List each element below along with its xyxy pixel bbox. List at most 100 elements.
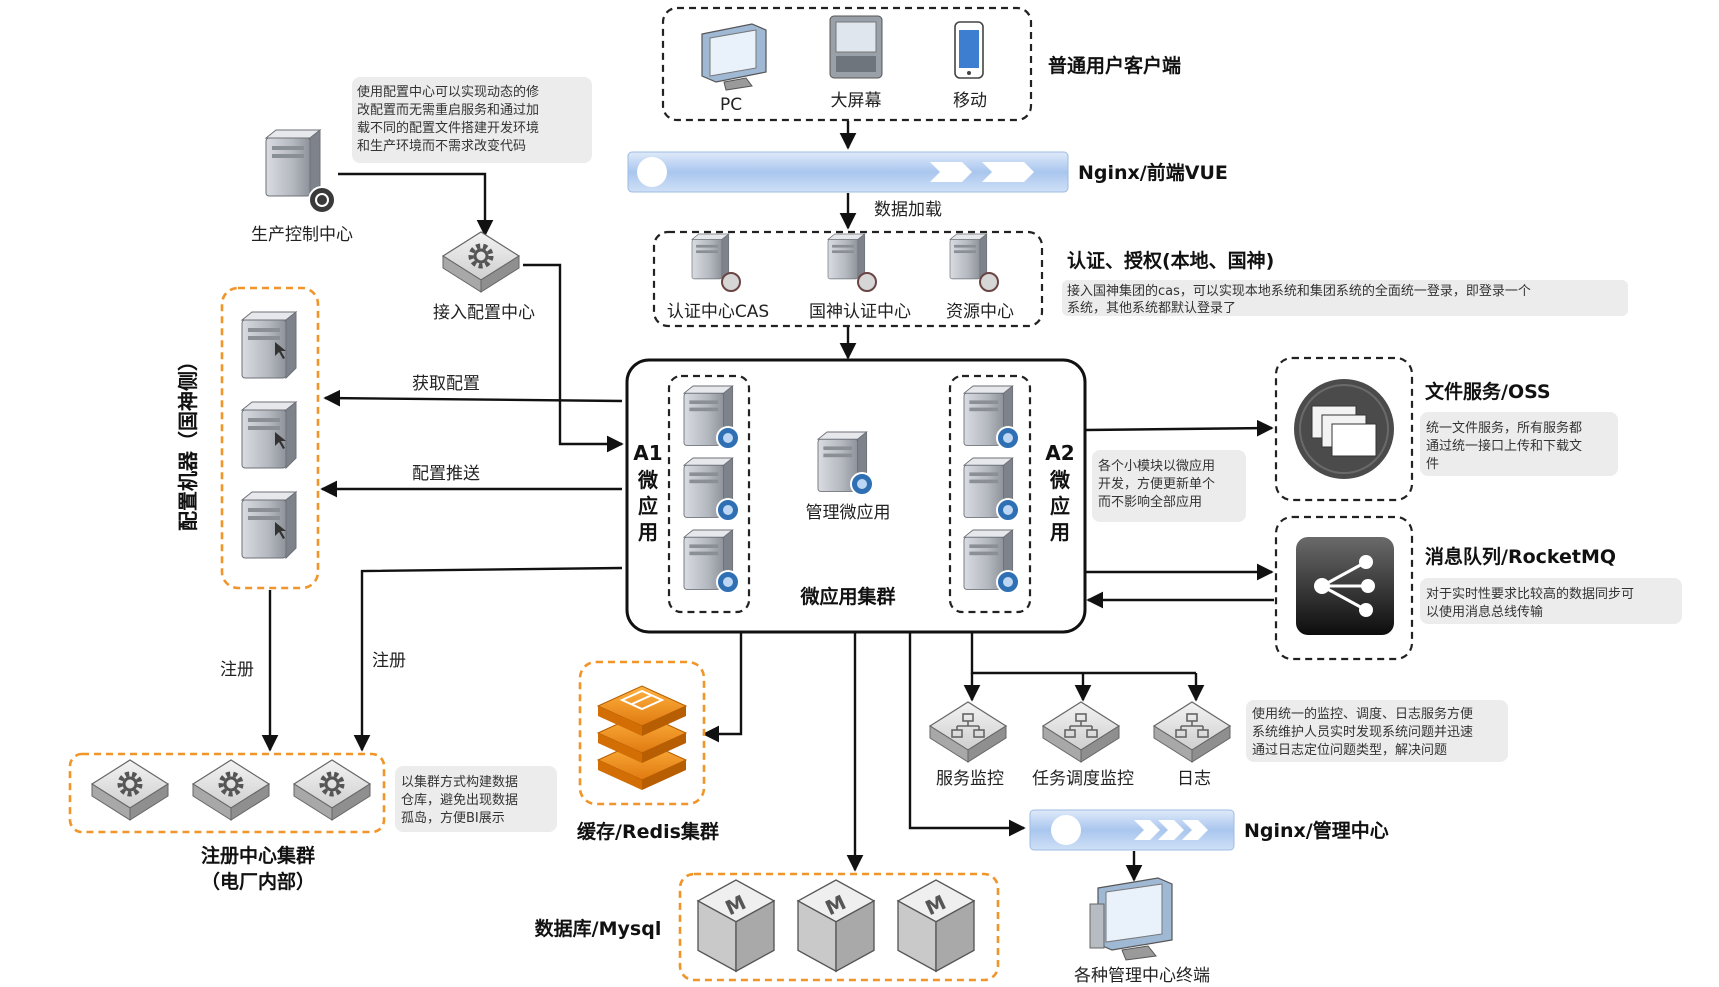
a1-server-icon-3 [683,529,740,594]
a2-server-icon-2 [963,457,1020,522]
cluster-note-line-3: 而不影响全部应用 [1098,494,1202,510]
resource-center-server-icon [949,233,999,292]
file-service-frame [1274,356,1414,502]
monitor-label-log: 日志 [1177,769,1211,789]
monitors-note-box [1246,700,1508,762]
registry-note-box [395,766,557,832]
config-machine-server-icon-2 [241,401,297,469]
config-machines-title: 配置机器（国神侧） [176,351,200,531]
large-screen-icon [829,15,883,79]
a2-group-frame [948,374,1032,614]
config-center-gear-icon [442,231,520,293]
nginx-admin-bar [1029,809,1235,851]
file-service-title: 文件服务/OSS [1425,380,1551,403]
redis-label: 缓存/Redis集群 [577,820,719,843]
arrow-cluster-register [353,566,623,752]
monitor-label-task: 任务调度监控 [1032,769,1134,789]
arrow-cluster-to-file-service [1085,419,1274,437]
monitors-note-line-2: 系统维护人员实时发现系统问题并迅速 [1252,724,1473,740]
file-service-note-line-1: 统一文件服务，所有服务都 [1426,420,1582,436]
pc-monitor-icon [701,23,767,91]
nginx-admin-label: Nginx/管理中心 [1244,819,1389,842]
nginx-front-label: Nginx/前端VUE [1078,161,1228,184]
a1-label-line-4: 用 [638,520,658,544]
config-machine-server-icon-3 [241,491,297,559]
registry-note-line-3: 孤岛，方便BI展示 [401,810,505,826]
mq-note-line-1: 对于实时性要求比较高的数据同步可 [1426,586,1634,602]
cluster-note-line-2: 开发，方便更新单个 [1098,476,1215,492]
config-machine-server-icon-1 [241,311,297,379]
auth-title: 认证、授权(本地、国神) [1067,249,1274,272]
registry-frame [68,752,386,834]
auth-label-cas: 认证中心CAS [667,302,769,322]
mysql-node-icon-3: M [897,879,975,972]
log-network-icon [1153,701,1231,763]
file-service-icon [1294,379,1394,479]
clients-group-frame [661,6,1033,122]
production-note-line-2: 改配置而无需重启服务和通过加 [357,102,539,118]
auth-note-line-1: 接入国神集团的cas，可以实现本地系统和集团系统的全面统一登录，即登录一个 [1067,283,1531,299]
auth-label-guoshen: 国神认证中心 [809,302,911,322]
service-monitor-network-icon [929,701,1007,763]
client-label-large-screen: 大屏幕 [831,91,882,111]
nginx-front-bar [627,151,1069,193]
registry-title-line-1: 注册中心集群 [201,844,315,867]
redis-frame [578,660,706,806]
registry-title-line-2: （电厂内部） [201,870,315,893]
clients-title: 普通用户客户端 [1048,54,1181,77]
mysql-node-icon-1: M [697,879,775,972]
mq-note-line-2: 以使用消息总线传输 [1426,604,1543,620]
push-config-label: 配置推送 [412,464,480,484]
file-service-note-box [1420,412,1618,476]
mq-note-box [1420,578,1682,624]
a1-label-line-3: 应 [638,494,658,518]
mysql-node-icon-2: M [797,879,875,972]
file-service-note-line-3: 件 [1426,457,1439,472]
production-note-line-1: 使用配置中心可以实现动态的修 [357,84,539,100]
mobile-phone-icon [954,21,984,79]
auth-note-line-2: 系统，其他系统都默认登录了 [1067,300,1236,316]
mysql-frame [678,872,1000,982]
cluster-note-line-1: 各个小模块以微应用 [1098,458,1215,474]
get-config-label: 获取配置 [412,374,480,394]
arrow-cluster-to-redis [702,633,743,743]
mq-title: 消息队列/RocketMQ [1425,545,1616,568]
config-machines-frame [220,286,320,590]
a1-server-icon-1 [683,385,740,450]
auth-note-box [1062,280,1628,316]
redis-stack-icon [596,685,688,790]
client-label-pc: PC [720,95,742,115]
manage-app-label: 管理微应用 [806,503,891,523]
config-center-label: 接入配置中心 [433,303,535,323]
mq-frame [1274,515,1414,661]
monitor-bus-line [970,633,1196,675]
monitor-label-service: 服务监控 [936,769,1004,789]
a1-server-icon-2 [683,457,740,522]
cluster-note-box [1092,450,1246,522]
registry-note-line-2: 仓库，避免出现数据 [401,792,518,808]
admin-terminal-monitor-icon [1089,877,1173,961]
registry-gear-icon-2 [192,759,270,821]
register-label-2: 注册 [372,651,406,671]
a2-label-line-1: A2 [1045,441,1074,465]
guoshen-auth-server-icon [827,233,877,292]
manage-app-server-icon [817,431,874,496]
auth-label-resource: 资源中心 [946,302,1014,322]
a2-server-icon-3 [963,529,1020,594]
arrow-cluster-to-nginx-admin [908,633,1026,837]
a1-group-frame [667,374,751,614]
production-control-server-icon [265,129,336,214]
mq-share-icon [1296,537,1394,635]
monitors-note-line-3: 通过日志定位问题类型，解决问题 [1252,743,1447,758]
data-load-label: 数据加载 [874,200,942,220]
task-monitor-network-icon [1042,701,1120,763]
auth-group-frame [652,230,1044,328]
registry-note-line-1: 以集群方式构建数据 [401,774,518,790]
cas-server-icon [691,233,741,292]
production-note-line-3: 载不同的配置文件搭建开发环境 [357,120,539,136]
arrow-config-center-to-cluster [523,263,624,453]
arrow-get-config [323,389,623,407]
production-note-line-4: 和生产环境而不需求改变代码 [357,138,526,154]
a1-label-line-2: 微 [637,468,658,492]
a2-server-icon-1 [963,385,1020,450]
